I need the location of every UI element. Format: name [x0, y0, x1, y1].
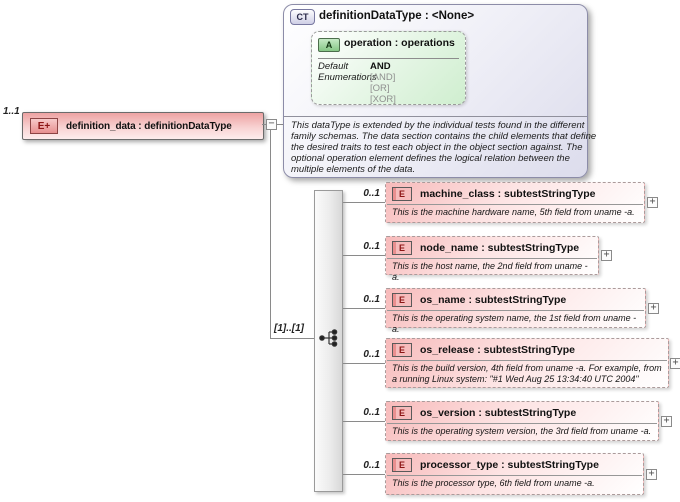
element-separator [387, 204, 643, 205]
expand-toggle[interactable]: + [601, 250, 612, 261]
description-line: This dataType is extended by the individ… [291, 120, 585, 131]
element-header: E node_name : subtestStringType [386, 237, 598, 257]
description-line: family schemas. The data section contain… [291, 131, 597, 142]
attribute-box[interactable]: A operation : operations Default AND Enu… [311, 31, 466, 105]
branch-connector [343, 363, 385, 364]
element-title: machine_class : subtestStringType [420, 188, 596, 200]
description-line: multiple elements of the data. [291, 164, 416, 175]
description-line: optional operation element defines the l… [291, 153, 570, 164]
sequence-compositor-icon[interactable] [318, 328, 340, 348]
root-element-box[interactable]: E+ definition_data : definitionDataType [22, 112, 264, 140]
branch-connector [343, 308, 385, 309]
child-occurrence-label: 0..1 [363, 407, 380, 418]
connector-toggle-to-type [277, 124, 284, 125]
expand-toggle[interactable]: + [670, 358, 680, 369]
element-annotation: This is the machine hardware name, 5th f… [392, 207, 635, 217]
element-separator [387, 360, 667, 361]
branch-connector [343, 255, 385, 256]
description-line: the desired traits to test each object i… [291, 142, 583, 153]
element-separator [387, 475, 642, 476]
element-title: os_release : subtestStringType [420, 344, 576, 356]
enumeration-value: [OR] [370, 83, 390, 94]
element-title: processor_type : subtestStringType [420, 459, 599, 471]
element-badge-icon: E [392, 241, 412, 255]
branch-connector [343, 421, 385, 422]
expand-toggle[interactable]: + [646, 469, 657, 480]
element-badge-icon: E [392, 343, 412, 357]
element-box-processor-type[interactable]: E processor_type : subtestStringType Thi… [385, 453, 644, 495]
element-badge-icon: E [392, 406, 412, 420]
attribute-badge-icon: A [318, 38, 340, 52]
element-title: node_name : subtestStringType [420, 242, 580, 254]
child-occurrence-label: 0..1 [363, 294, 380, 305]
element-annotation: This is the processor type, 6th field fr… [392, 478, 595, 488]
element-box-os-release[interactable]: E os_release : subtestStringType This is… [385, 338, 669, 388]
complex-type-title: definitionDataType : <None> [319, 10, 475, 22]
branch-connector [343, 202, 385, 203]
element-badge-icon: E [392, 458, 412, 472]
element-box-machine-class[interactable]: E machine_class : subtestStringType This… [385, 182, 645, 223]
element-title: os_version : subtestStringType [420, 407, 577, 419]
element-plus-badge-icon: E+ [30, 118, 58, 134]
complex-type-badge-icon: CT [290, 9, 315, 25]
root-element-label: definition_data : definitionDataType [66, 120, 232, 132]
element-separator [387, 258, 597, 259]
element-header: E os_release : subtestStringType [386, 339, 668, 359]
element-separator [387, 310, 644, 311]
expand-toggle[interactable]: + [648, 303, 659, 314]
description-separator [284, 116, 587, 117]
element-header: E machine_class : subtestStringType [386, 183, 644, 203]
default-label: Default [318, 61, 349, 72]
connector-to-sequence [271, 338, 315, 339]
element-box-os-name[interactable]: E os_name : subtestStringType This is th… [385, 288, 646, 334]
element-header: E os_name : subtestStringType [386, 289, 645, 309]
element-badge-icon: E [392, 293, 412, 307]
default-value: AND [370, 61, 391, 72]
collapse-toggle[interactable]: − [266, 119, 277, 130]
element-box-os-version[interactable]: E os_version : subtestStringType This is… [385, 401, 659, 441]
element-header: E os_version : subtestStringType [386, 402, 658, 422]
enumeration-value: [AND] [370, 72, 396, 83]
sequence-occurrence-label: [1]..[1] [274, 323, 304, 334]
enumerations-label: Enumerations [318, 72, 377, 83]
element-annotation: This is the operating system name, the 1… [392, 313, 637, 334]
element-header: E processor_type : subtestStringType [386, 454, 643, 474]
element-annotation: This is the host name, the 2nd field fro… [392, 261, 588, 282]
enumeration-value: [XOR] [370, 94, 396, 105]
connector-vertical [270, 130, 271, 339]
child-occurrence-label: 0..1 [363, 349, 380, 360]
element-separator [387, 423, 657, 424]
child-occurrence-label: 0..1 [363, 460, 380, 471]
child-occurrence-label: 0..1 [363, 188, 380, 199]
element-title: os_name : subtestStringType [420, 294, 567, 306]
expand-toggle[interactable]: + [661, 416, 672, 427]
element-annotation: This is the build version, 4th field fro… [392, 363, 662, 384]
child-occurrence-label: 0..1 [363, 241, 380, 252]
attribute-separator [318, 58, 459, 59]
element-annotation: This is the operating system version, th… [392, 426, 652, 436]
complex-type-box: CT definitionDataType : <None> A operati… [283, 4, 596, 178]
root-occurrence-label: 1..1 [3, 106, 20, 117]
branch-connector [343, 474, 385, 475]
element-box-node-name[interactable]: E node_name : subtestStringType This is … [385, 236, 599, 282]
connector-root-to-toggle [262, 124, 267, 125]
attribute-title: operation : operations [344, 37, 455, 49]
element-badge-icon: E [392, 187, 412, 201]
type-description: This dataType is extended by the individ… [291, 120, 596, 175]
expand-toggle[interactable]: + [647, 197, 658, 208]
